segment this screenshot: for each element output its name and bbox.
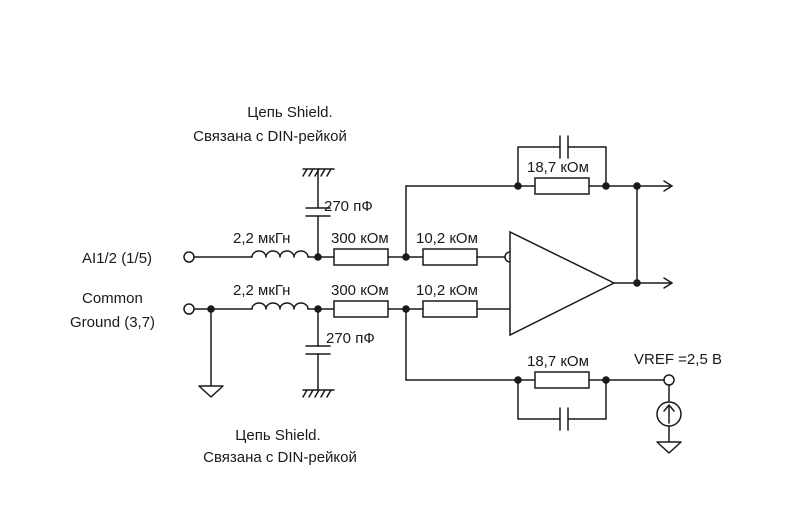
vref-terminal [663,374,675,386]
junction-dot [633,182,641,190]
capacitor-bottom [305,345,331,355]
input-common-terminal [183,303,195,315]
resistor-300k-bottom-label: 300 кОм [331,282,389,299]
resistor-18k-bottom [534,371,590,389]
current-source-icon [656,401,682,427]
inductor-bottom-label: 2,2 мкГн [233,282,290,299]
bottom-feedback-cap-loop [517,379,607,420]
vref-label: VREF =2,5 В [634,351,722,368]
capacitor-top-label: 270 пФ [324,198,373,215]
input-ai-terminal [183,251,195,263]
input-common-label-line2: Ground (3,7) [70,314,155,331]
resistor-10k-bottom [422,300,478,318]
capacitor-feedback-bottom [559,407,569,431]
opamp-triangle [509,230,616,337]
junction-dot [602,376,610,384]
shield-top-label-line1: Цепь Shield. [247,104,332,121]
resistor-300k-bottom [333,300,389,318]
resistor-300k-top [333,248,389,266]
capacitor-feedback-top [559,135,569,159]
resistor-18k-top [534,177,590,195]
shield-bottom-label-line2: Связана с DIN-рейкой [203,449,357,466]
junction-dot [314,253,322,261]
junction-dot [602,182,610,190]
shield-bottom-ground-icon [302,389,335,398]
resistor-10k-top-label: 10,2 кОм [416,230,478,247]
resistor-18k-top-label: 18,7 кОм [527,159,589,176]
inductor-top [251,250,309,258]
resistor-10k-bottom-label: 10,2 кОм [416,282,478,299]
input-common-label-line1: Common [82,290,143,307]
resistor-18k-bottom-label: 18,7 кОм [527,353,589,370]
junction-dot [402,253,410,261]
resistor-10k-top [422,248,478,266]
input-ai-label: AI1/2 (1/5) [82,250,152,267]
output-bottom-arrow-icon [663,277,673,289]
junction-dot [633,279,641,287]
junction-dot [514,182,522,190]
junction-dot [207,305,215,313]
vref-ground-icon [656,441,682,454]
junction-dot [402,305,410,313]
shield-top-label-line2: Связана с DIN-рейкой [193,128,347,145]
inductor-bottom [251,302,309,310]
common-ground-icon [198,385,224,398]
capacitor-bottom-label: 270 пФ [326,330,375,347]
junction-dot [314,305,322,313]
top-feedback-cap-loop [517,146,607,187]
resistor-300k-top-label: 300 кОм [331,230,389,247]
output-top-arrow-icon [663,180,673,192]
junction-dot [514,376,522,384]
inductor-top-label: 2,2 мкГн [233,230,290,247]
shield-bottom-label-line1: Цепь Shield. [235,427,320,444]
